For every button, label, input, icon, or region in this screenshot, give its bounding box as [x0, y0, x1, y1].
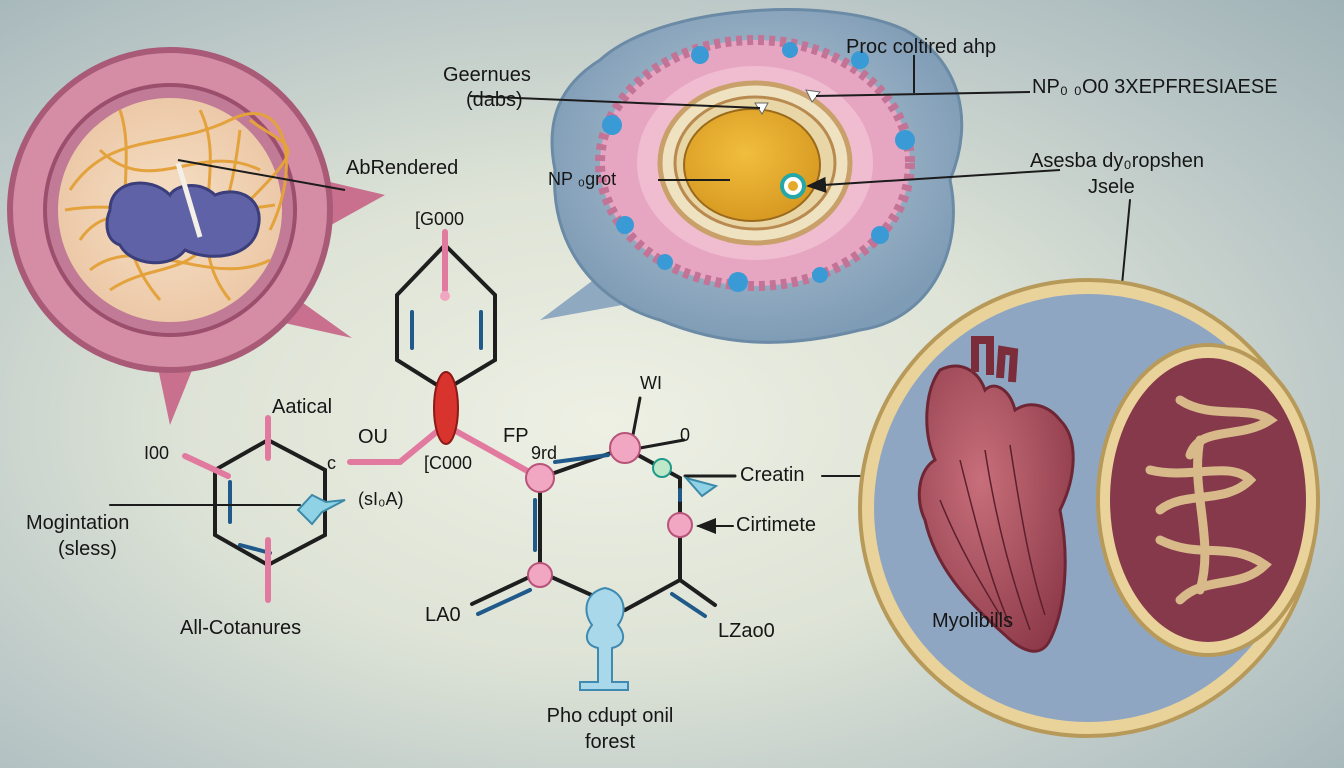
label-mogintation: Mogintation — [26, 512, 130, 534]
label-la0: LA0 — [425, 604, 461, 626]
lower-ring-spur-right-inner — [670, 592, 707, 618]
atom-node — [667, 512, 693, 538]
label-allcotanures: All-Cotanures — [180, 617, 302, 639]
label-myolibills: Myolibills — [932, 610, 1014, 632]
label-wi: WI — [640, 373, 662, 393]
heart-vessels — [971, 336, 1019, 383]
label-aatical: Aatical — [272, 396, 333, 418]
label-o-mark: 0 — [680, 425, 691, 445]
organelle-crystal-b — [805, 89, 821, 103]
label-ou: OU — [358, 426, 388, 448]
nucleus — [105, 181, 261, 265]
label-forest: forest — [584, 731, 636, 753]
label-creatin: Creatin — [740, 464, 805, 486]
left-hexagon-bond-left — [182, 453, 231, 479]
asesba-arrow — [806, 169, 1061, 193]
heart-striations — [939, 444, 1046, 631]
cyan-marker-right — [683, 476, 719, 498]
ou-linkage — [347, 422, 448, 465]
label-c-mark: c — [327, 453, 336, 473]
label-dabs: (dabs) — [466, 89, 523, 111]
label-jsele: Jsele — [1088, 176, 1135, 198]
wi-arrow — [630, 396, 642, 442]
label-siya: (sI₀A) — [358, 489, 404, 509]
atom-node — [525, 463, 555, 493]
label-grd: 9rd — [531, 443, 558, 463]
label-pho-cdupt: Pho cdupt onil — [546, 705, 674, 727]
label-c000: [C000 — [424, 453, 473, 473]
label-abrendered: AbRendered — [346, 157, 459, 179]
right-tissue — [858, 278, 1320, 738]
label-np-grot: NP ₀grot — [548, 169, 617, 189]
organelle-core — [683, 108, 821, 222]
atom-node — [527, 562, 553, 588]
top-organelle — [469, 8, 1061, 344]
cyan-marker-left — [296, 493, 346, 526]
abrendered-leader — [177, 159, 346, 191]
genes-leader — [469, 95, 761, 109]
left-cell — [7, 47, 385, 425]
label-g000: [G000 — [415, 209, 465, 229]
nucleus-pointer — [175, 162, 203, 238]
label-lzao0: LZao0 — [718, 620, 775, 642]
atom-node — [609, 432, 641, 464]
lower-ring-inner-a — [553, 453, 610, 464]
label-asesba: Asesba dy₀ropshen — [1030, 150, 1204, 172]
label-procultured: Proϲ coltired ahp — [846, 36, 997, 58]
blue-granules — [602, 42, 915, 292]
atom-node-teal — [652, 458, 672, 478]
photo-figure — [579, 586, 629, 691]
myofibril-strands — [1145, 395, 1278, 605]
o-bond — [638, 438, 686, 450]
lower-ring-spur-left-inner — [476, 588, 532, 616]
center-to-ring-linkage — [442, 422, 543, 481]
label-sless: (sless) — [58, 538, 117, 560]
organelle-marker-center — [788, 181, 798, 191]
label-fp: FP — [503, 425, 529, 447]
label-i00: I00 — [144, 443, 170, 463]
procultured-leader — [815, 91, 1031, 97]
atom-nodes — [296, 291, 719, 691]
atom-node-small — [440, 291, 450, 301]
lower-ring-spur-right — [678, 578, 717, 607]
red-center-atom — [433, 371, 459, 445]
label-np-expression: NP₀ ₀O0 3XEPFRESIAESE — [1032, 76, 1278, 98]
label-cirtimete: Cirtimete — [736, 514, 817, 536]
label-genes: Geernues — [443, 64, 531, 86]
